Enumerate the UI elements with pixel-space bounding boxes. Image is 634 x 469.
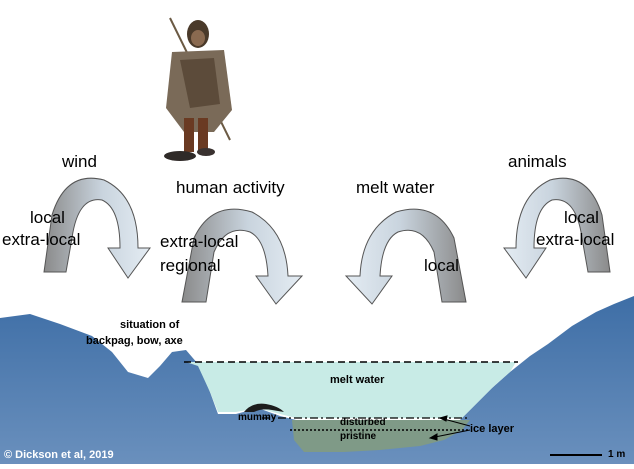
ice-layer-pointers xyxy=(428,415,471,441)
animals-scale-extra-local: extra-local xyxy=(536,230,615,249)
melt-water-scale-local: local xyxy=(424,256,459,275)
finds-label-line2: backpag, bow, axe xyxy=(86,335,183,347)
ice-layer xyxy=(292,420,470,452)
disturbed-label: disturbed xyxy=(340,417,386,428)
source-title-animals: animals xyxy=(508,152,567,171)
arrow-animals xyxy=(503,177,611,279)
pristine-label: pristine xyxy=(340,431,377,442)
source-title-human-activity: human activity xyxy=(176,178,285,197)
wind-scale-extra-local: extra-local xyxy=(2,230,81,249)
scale-bar-label: 1 m xyxy=(608,449,626,460)
source-title-wind: wind xyxy=(62,152,97,171)
mummy-label: mummy xyxy=(238,412,277,423)
finds-label-line1: situation of xyxy=(120,319,180,331)
human-scale-regional: regional xyxy=(160,256,221,275)
animals-scale-local: local xyxy=(564,208,599,227)
iceman-figure xyxy=(164,17,232,161)
wind-scale-local: local xyxy=(30,208,65,227)
melt-water-pool xyxy=(186,362,516,418)
source-title-melt-water: melt water xyxy=(356,178,435,197)
arrow-melt-water xyxy=(344,208,467,305)
ice-layer-label: ice layer xyxy=(470,423,515,435)
arrow-human-activity xyxy=(181,208,304,305)
mountain-profile xyxy=(0,296,634,464)
human-scale-extra-local: extra-local xyxy=(160,232,239,251)
melt-water-label: melt water xyxy=(330,374,385,386)
credit-text: © Dickson et al, 2019 xyxy=(4,449,114,461)
mummy-shape xyxy=(244,403,284,412)
arrow-wind xyxy=(43,177,151,279)
